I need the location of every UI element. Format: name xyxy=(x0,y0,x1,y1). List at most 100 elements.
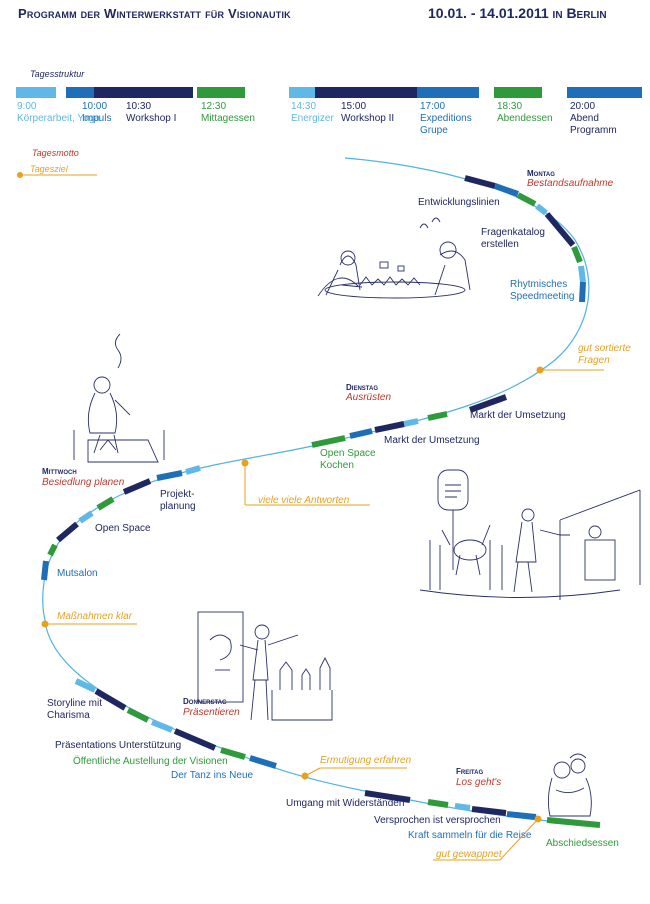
activity-label: Präsentations Unterstützung xyxy=(55,740,182,751)
schedule-label: Mittagessen xyxy=(201,113,255,124)
schedule-label: Körperarbeit, Yoga xyxy=(17,113,100,124)
day-motto-tuesday: Ausrüsten xyxy=(346,392,392,403)
segment-mon-4 xyxy=(535,203,548,216)
segment-fri-1 xyxy=(364,790,411,803)
segment-mon-6 xyxy=(571,245,583,264)
segment-wed-2 xyxy=(156,470,183,481)
segment-fri-4 xyxy=(471,806,507,816)
schedule-time: 9:00 xyxy=(17,101,37,112)
activity-label: Versprochen ist versprochen xyxy=(374,815,501,826)
schedule-segment-yoga xyxy=(16,87,56,98)
day-label-friday: Freitag xyxy=(456,767,484,776)
segment-thu-6 xyxy=(220,747,246,760)
schedule-time: 10:30 xyxy=(126,101,152,112)
schedule-label: Impuls xyxy=(82,113,112,124)
activity-label: Entwicklungslinien xyxy=(418,197,500,208)
day-motto-thursday: Präsentieren xyxy=(183,707,240,718)
segment-mon-8 xyxy=(579,281,586,303)
goal-label: Ermutigung erfahren xyxy=(320,755,412,766)
activity-label: Der Tanz ins Neue xyxy=(171,770,254,781)
goal-markers xyxy=(41,366,604,861)
legend-structure-label: Tagesstruktur xyxy=(30,69,85,79)
segment-tue-4 xyxy=(374,421,405,433)
schedule-label: Abendessen xyxy=(497,113,553,124)
day-label-wednesday: Mittwoch xyxy=(42,467,77,476)
segment-thu-3 xyxy=(126,707,150,723)
activity-label: Open Space xyxy=(95,523,151,534)
schedule-label: Expeditions Grupe xyxy=(420,113,472,136)
schedule-bar xyxy=(16,87,642,98)
activity-label: Markt der Umsetzung xyxy=(384,435,480,446)
legend-motto-label: Tagesmotto xyxy=(32,148,79,158)
goal-label: gut sortierte Fragen xyxy=(578,343,631,366)
event-dates: 10.01. - 14.01.2011 in Berlin xyxy=(428,5,607,21)
schedule-segment-workshop1 xyxy=(94,87,193,98)
schedule-time: 20:00 xyxy=(570,101,596,112)
activity-label: Kraft sammeln für die Reise xyxy=(408,830,532,841)
goal-legend-dot xyxy=(17,172,23,178)
segment-wed-7 xyxy=(47,543,58,557)
segment-wed-4 xyxy=(96,496,115,511)
segment-thu-7 xyxy=(249,755,277,769)
activity-label: Storyline mit Charisma xyxy=(47,698,103,721)
schedule-time: 12:30 xyxy=(201,101,227,112)
path-segments xyxy=(41,175,601,828)
sketch-friday-hug xyxy=(547,753,592,817)
activity-label: Öffentliche Austellung der Visionen xyxy=(73,756,228,767)
schedule-label: Energizer xyxy=(291,113,334,124)
day-label-tuesday: Dienstag xyxy=(346,383,379,392)
schedule-segment-impuls xyxy=(66,87,94,98)
segment-wed-6 xyxy=(56,521,79,543)
goal-label: viele viele Antworten xyxy=(258,495,350,506)
segment-thu-1 xyxy=(74,678,97,693)
segment-tue-2 xyxy=(427,411,448,421)
sketch-thursday-presenter xyxy=(197,611,333,721)
activity-label: Open Space Kochen xyxy=(320,448,376,471)
segment-wed-1 xyxy=(185,465,201,475)
sketch-wednesday-person xyxy=(73,333,165,463)
segment-mon-5 xyxy=(544,212,576,247)
schedule-label: Abend Programm xyxy=(570,113,617,136)
day-label-thursday: Donnerstag xyxy=(183,697,227,706)
segment-mon-7 xyxy=(578,265,586,283)
segment-wed-3 xyxy=(122,478,152,495)
schedule-time: 14:30 xyxy=(291,101,317,112)
sketch-monday-group xyxy=(317,217,471,299)
segment-fri-6 xyxy=(546,817,601,828)
day-motto-monday: Bestandsaufnahme xyxy=(527,178,614,189)
segment-fri-2 xyxy=(427,799,449,808)
activity-label: Projekt-planung xyxy=(160,489,196,512)
page-title: Programm der Winterwerkstatt für Visiona… xyxy=(18,6,291,21)
schedule-label: Workshop II xyxy=(341,113,395,124)
segment-fri-3 xyxy=(454,803,471,811)
segment-tue-6 xyxy=(311,435,346,448)
segment-fri-5 xyxy=(506,811,537,820)
segment-tue-3 xyxy=(403,418,419,427)
segment-mon-2 xyxy=(494,183,519,197)
activity-label: Umgang mit Widerständen xyxy=(286,798,405,809)
day-motto-friday: Los geht's xyxy=(456,777,502,788)
schedule-segment-expedition xyxy=(417,87,479,98)
schedule-segment-workshop2 xyxy=(315,87,417,98)
activity-label: Abschiedsessen xyxy=(546,838,619,849)
activity-label: Fragenkatalog erstellen xyxy=(481,227,545,250)
activity-label: Rhytmisches Speedmeeting xyxy=(510,279,575,302)
sketch-market-scene xyxy=(419,469,641,600)
segment-mon-1 xyxy=(464,175,496,189)
schedule-segment-lunch xyxy=(197,87,245,98)
segment-thu-4 xyxy=(150,719,174,733)
schedule-time: 10:00 xyxy=(82,101,108,112)
goal-label: gut gewappnet xyxy=(436,849,502,860)
segment-tue-1 xyxy=(468,394,508,413)
schedule-time: 15:00 xyxy=(341,101,367,112)
day-motto-wednesday: Besiedlung planen xyxy=(42,477,125,488)
schedule-segment-evening xyxy=(567,87,642,98)
schedule-time: 17:00 xyxy=(420,101,446,112)
day-label-monday: Montag xyxy=(527,169,555,178)
goal-label: Maßnahmen klar xyxy=(57,611,133,622)
segment-thu-5 xyxy=(173,728,217,751)
activity-label: Mutsalon xyxy=(57,568,98,579)
segment-wed-5 xyxy=(78,510,94,524)
segment-wed-8 xyxy=(41,560,49,581)
